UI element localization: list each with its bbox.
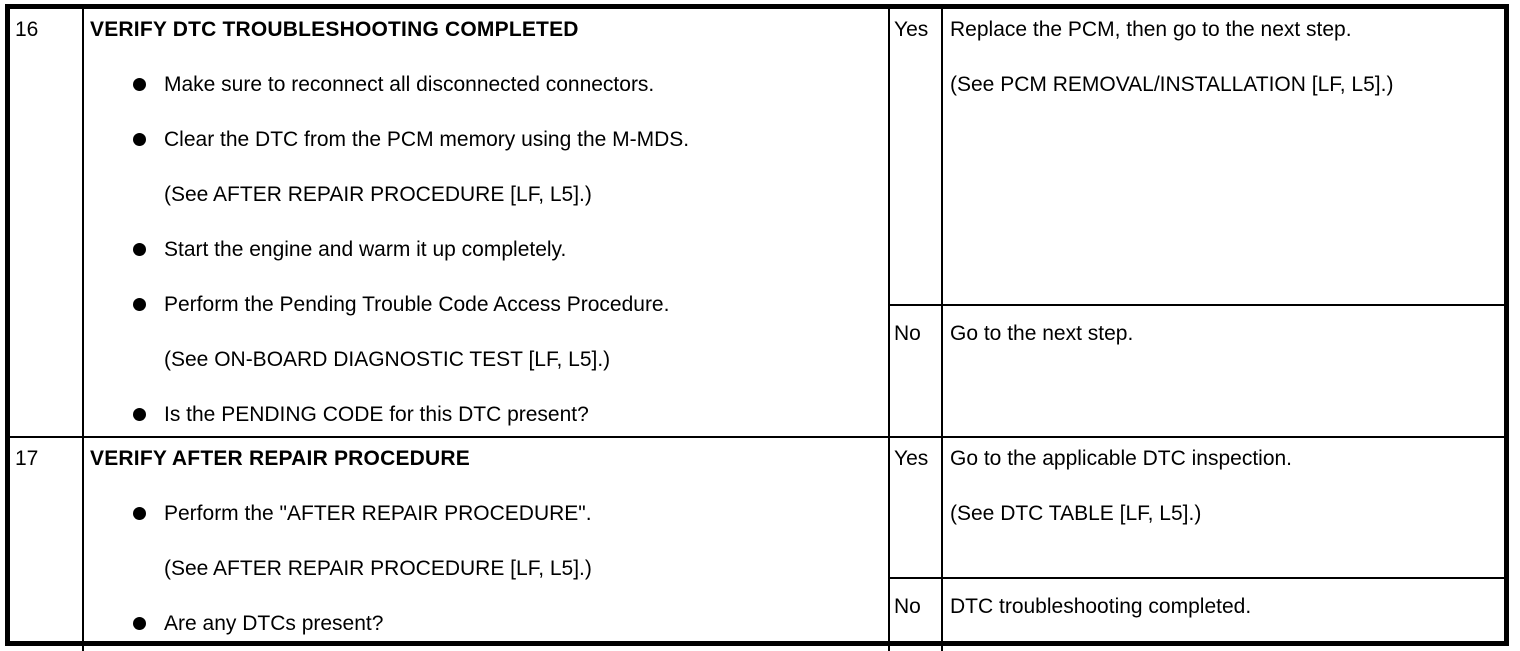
bullet-icon xyxy=(133,298,146,311)
action-cell: VERIFY DTC TROUBLESHOOTING COMPLETED Mak… xyxy=(84,9,890,436)
result-line: Go to the applicable DTC inspection. xyxy=(950,447,1293,470)
action-bullet-text: Clear the DTC from the PCM memory using … xyxy=(164,128,690,151)
action-cell: VERIFY AFTER REPAIR PROCEDURE Perform th… xyxy=(84,438,890,651)
no-label-cell: No xyxy=(890,306,943,436)
action-bullet-text: Perform the Pending Trouble Code Access … xyxy=(164,293,670,316)
no-outcome-row: No Go to the next step. xyxy=(890,306,1504,436)
yes-label-cell: Yes xyxy=(890,438,943,577)
action-bullet-item: Is the PENDING CODE for this DTC present… xyxy=(90,387,888,436)
action-see-reference: (See ON-BOARD DIAGNOSTIC TEST [LF, L5].) xyxy=(164,348,611,371)
bullet-icon xyxy=(133,617,146,630)
yes-result-cell: Go to the applicable DTC inspection. (Se… xyxy=(943,438,1504,577)
yes-label-cell: Yes xyxy=(890,9,943,304)
bullet-icon xyxy=(133,78,146,91)
no-label: No xyxy=(894,595,921,618)
step-number: 17 xyxy=(15,447,39,470)
step-number: 16 xyxy=(15,18,39,41)
no-label: No xyxy=(894,322,921,345)
action-bullet-text: Start the engine and warm it up complete… xyxy=(164,238,567,261)
result-line: Replace the PCM, then go to the next ste… xyxy=(950,18,1352,41)
action-bullet-text: Perform the "AFTER REPAIR PROCEDURE". xyxy=(164,502,592,525)
bullet-icon xyxy=(133,507,146,520)
action-bullet-text: Make sure to reconnect all disconnected … xyxy=(164,73,655,96)
result-see-reference: (See PCM REMOVAL/INSTALLATION [LF, L5].) xyxy=(950,73,1394,96)
action-see-reference: (See AFTER REPAIR PROCEDURE [LF, L5].) xyxy=(164,183,592,206)
no-outcome-row: No DTC troubleshooting completed. xyxy=(890,579,1504,651)
no-result-cell: Go to the next step. xyxy=(943,306,1504,436)
yes-outcome-row: Yes Replace the PCM, then go to the next… xyxy=(890,9,1504,306)
bullet-icon xyxy=(133,408,146,421)
action-bullet-text: Is the PENDING CODE for this DTC present… xyxy=(164,403,589,426)
table-row-step-16: 16 VERIFY DTC TROUBLESHOOTING COMPLETED … xyxy=(10,9,1504,438)
action-bullet-item: Perform the "AFTER REPAIR PROCEDURE". xyxy=(90,486,888,541)
action-bullet-item: Clear the DTC from the PCM memory using … xyxy=(90,112,888,167)
result-line: DTC troubleshooting completed. xyxy=(950,595,1252,618)
action-bullet-item: Are any DTCs present? xyxy=(90,596,888,651)
step-number-cell: 16 xyxy=(10,9,84,436)
table-row-step-17: 17 VERIFY AFTER REPAIR PROCEDURE Perform… xyxy=(10,438,1504,651)
bullet-icon xyxy=(133,243,146,256)
yes-label: Yes xyxy=(894,447,929,470)
no-result-cell: DTC troubleshooting completed. xyxy=(943,579,1504,651)
results-column: Yes Replace the PCM, then go to the next… xyxy=(890,9,1504,436)
action-see-reference: (See AFTER REPAIR PROCEDURE [LF, L5].) xyxy=(164,557,592,580)
step-number-cell: 17 xyxy=(10,438,84,651)
action-bullet-item: Start the engine and warm it up complete… xyxy=(90,222,888,277)
action-title: VERIFY DTC TROUBLESHOOTING COMPLETED xyxy=(90,18,579,41)
bullet-icon xyxy=(133,133,146,146)
results-column: Yes Go to the applicable DTC inspection.… xyxy=(890,438,1504,651)
action-title: VERIFY AFTER REPAIR PROCEDURE xyxy=(90,447,470,470)
action-bullet-item: Make sure to reconnect all disconnected … xyxy=(90,57,888,112)
yes-outcome-row: Yes Go to the applicable DTC inspection.… xyxy=(890,438,1504,579)
yes-result-cell: Replace the PCM, then go to the next ste… xyxy=(943,9,1504,304)
no-label-cell: No xyxy=(890,579,943,651)
result-see-reference: (See DTC TABLE [LF, L5].) xyxy=(950,502,1202,525)
troubleshooting-table: 16 VERIFY DTC TROUBLESHOOTING COMPLETED … xyxy=(5,4,1509,651)
yes-label: Yes xyxy=(894,18,929,41)
action-bullet-text: Are any DTCs present? xyxy=(164,612,384,635)
result-line: Go to the next step. xyxy=(950,322,1134,345)
action-bullet-item: Perform the Pending Trouble Code Access … xyxy=(90,277,888,332)
